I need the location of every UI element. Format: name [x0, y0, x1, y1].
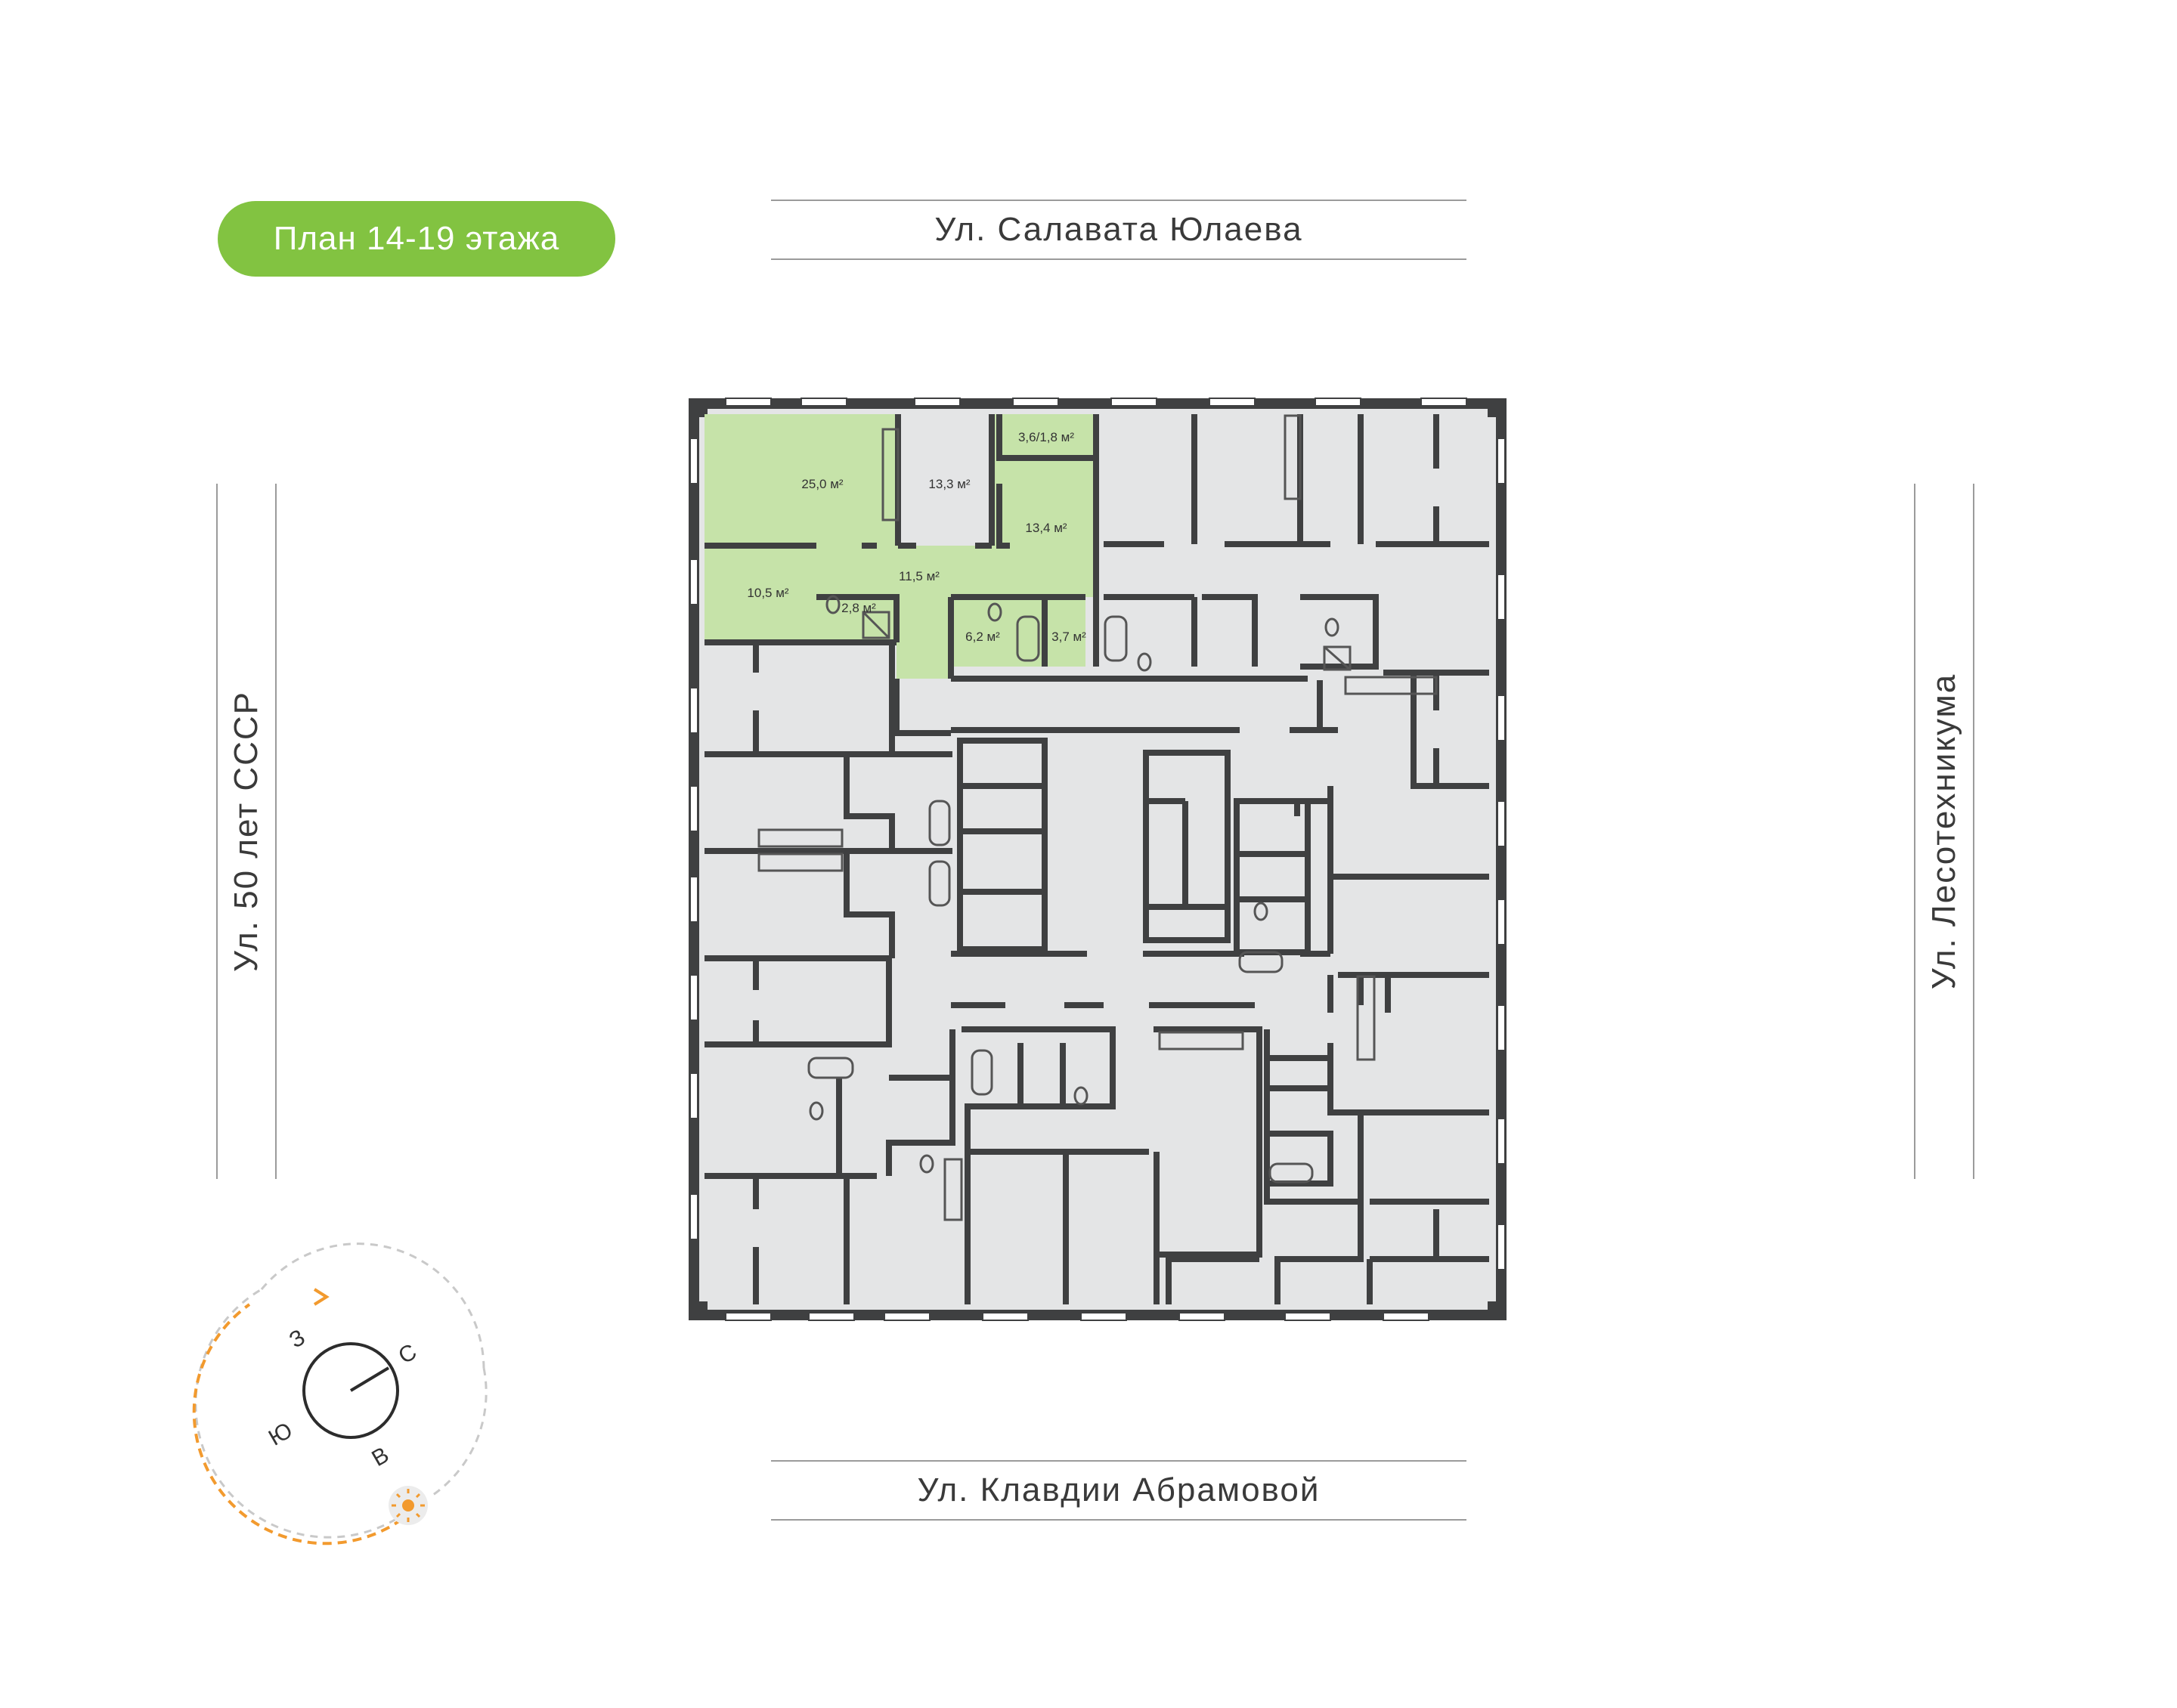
room-area-label: 3,6/1,8 м²: [1018, 430, 1074, 444]
room-area-label: 3,7 м²: [1051, 630, 1086, 644]
street-east: Ул. Лесотехникума: [1914, 484, 1974, 1179]
street-south-label: Ул. Клавдии Абрамовой: [771, 1460, 1466, 1521]
room-area-label: 2,8 м²: [841, 601, 876, 615]
street-north-label: Ул. Салавата Юлаева: [771, 200, 1466, 260]
room-area-label: 13,3 м²: [928, 477, 970, 491]
street-west: Ул. 50 лет СССР: [216, 484, 277, 1179]
room-area-label: 10,5 м²: [747, 586, 788, 600]
room-area-label: 25,0 м²: [801, 477, 843, 491]
room-area-label: 6,2 м²: [965, 630, 1000, 644]
room-area-label: 11,5 м²: [899, 569, 940, 583]
floor-plan-badge: План 14-19 этажа: [218, 201, 615, 277]
room-area-label: 13,4 м²: [1025, 521, 1067, 535]
